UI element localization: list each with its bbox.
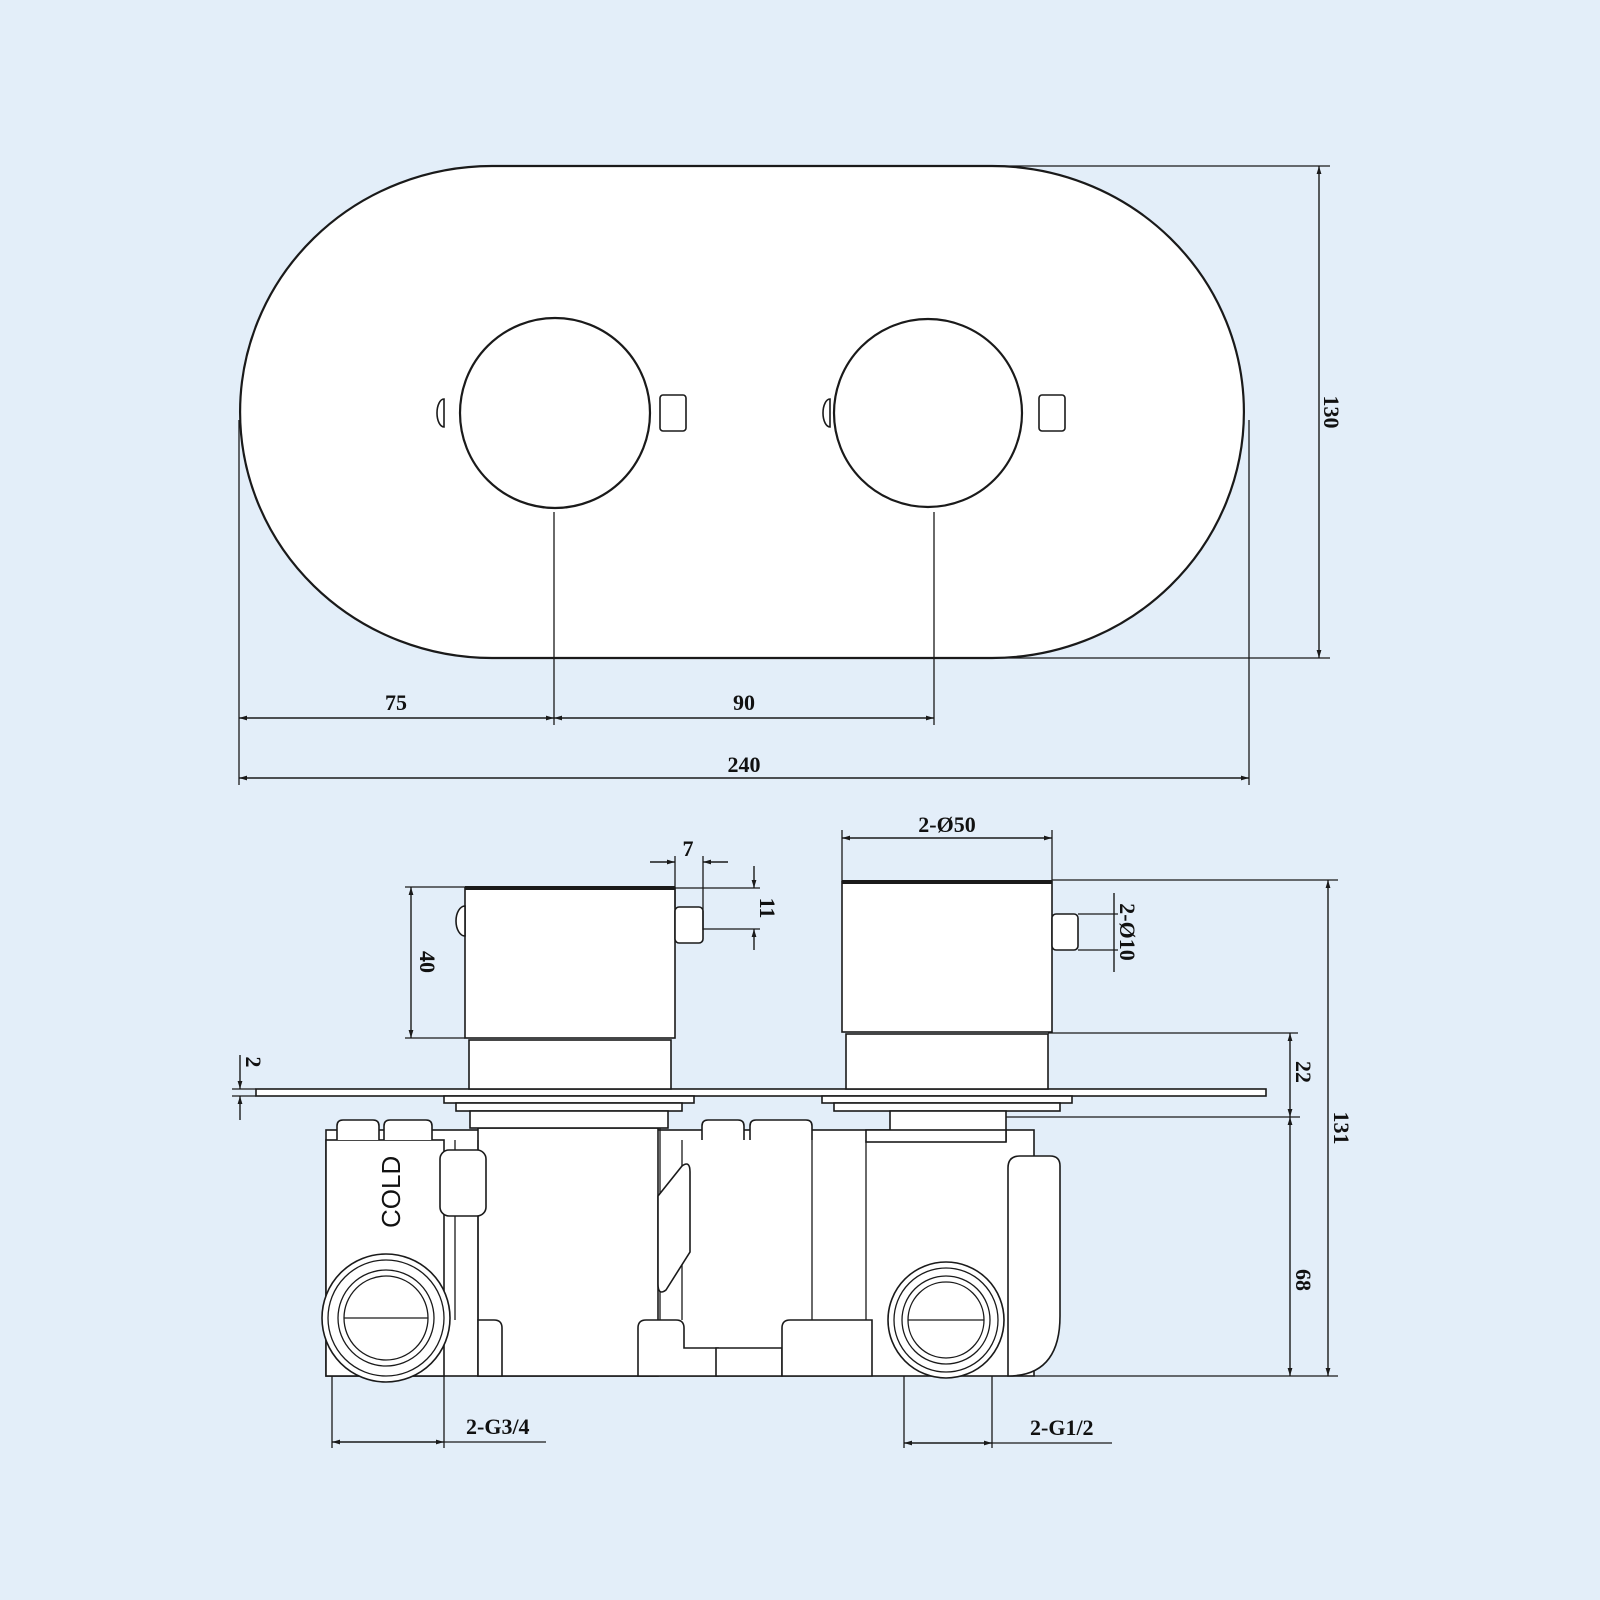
dim-inlet-thread: 2-G3/4: [466, 1414, 530, 1439]
outlet-fitting: [887, 1261, 1005, 1379]
right-knob: [841, 881, 1053, 1033]
cold-inlet-fitting: [321, 1253, 451, 1383]
left-knob: [464, 887, 676, 1039]
front-view: 75 90 240 130: [238, 164, 1344, 785]
mounting-plate: [255, 1088, 1267, 1097]
right-elbow-pipe: [1007, 1155, 1061, 1377]
left-handle: [436, 316, 687, 510]
dim-lever-length: 7: [683, 836, 694, 861]
dim-knob-diameter: 2-Ø50: [918, 812, 975, 837]
dim-plate-thickness: 2: [241, 1057, 266, 1068]
dim-body-depth: 68: [1291, 1269, 1316, 1291]
dim-240: 240: [728, 752, 761, 777]
dim-sleeve-depth: 22: [1291, 1061, 1316, 1083]
dim-75: 75: [385, 690, 407, 715]
dim-lever-diameter: 2-Ø10: [1115, 903, 1140, 960]
dim-130: 130: [1319, 396, 1344, 429]
cover-plate-outline: [238, 164, 1246, 660]
dim-90: 90: [733, 690, 755, 715]
dim-knob-height: 40: [415, 951, 440, 973]
dim-outlet-thread: 2-G1/2: [1030, 1415, 1094, 1440]
dim-overall-depth: 131: [1329, 1112, 1354, 1145]
side-view: COLD 2-Ø50 7: [232, 812, 1354, 1448]
cold-label: COLD: [376, 1156, 406, 1228]
dim-lever-height: 11: [755, 898, 780, 919]
right-handle: [822, 317, 1066, 509]
